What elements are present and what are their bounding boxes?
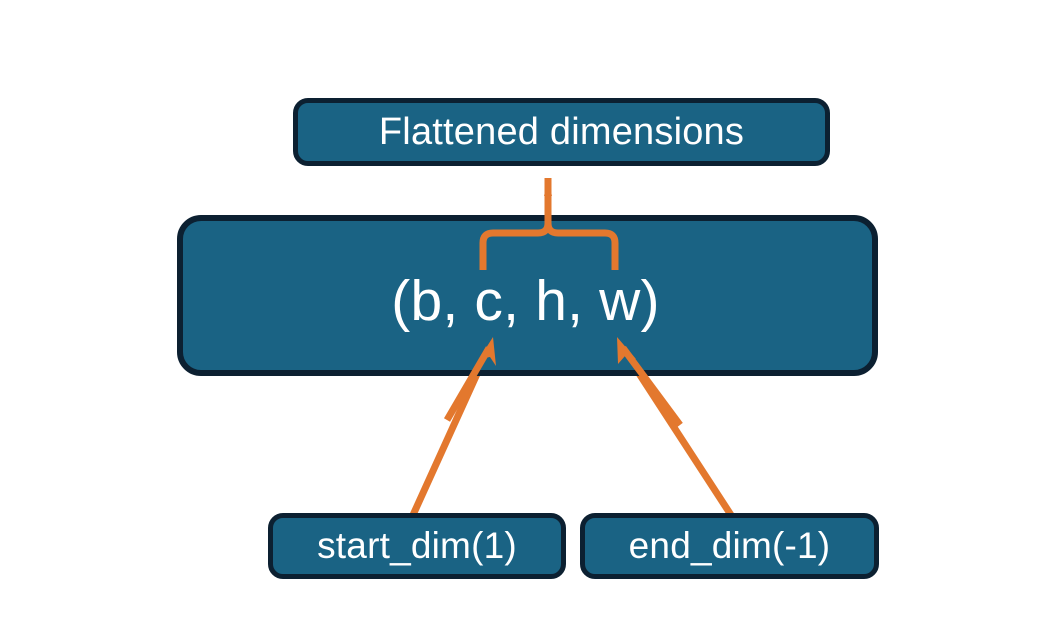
arrow-shafts-lower xyxy=(409,350,734,517)
flattened-dimensions-label: Flattened dimensions xyxy=(378,110,745,153)
start-dim-box[interactable]: start_dim(1) xyxy=(268,513,566,579)
tensor-shape-box[interactable]: (b, c, h, w) xyxy=(177,215,878,376)
start-dim-label: start_dim(1) xyxy=(317,525,517,566)
end-dim-label: end_dim(-1) xyxy=(628,525,831,566)
flattened-dimensions-box[interactable]: Flattened dimensions xyxy=(293,98,830,166)
end-dim-box[interactable]: end_dim(-1) xyxy=(580,513,879,579)
tensor-shape-label: (b, c, h, w) xyxy=(391,269,660,333)
